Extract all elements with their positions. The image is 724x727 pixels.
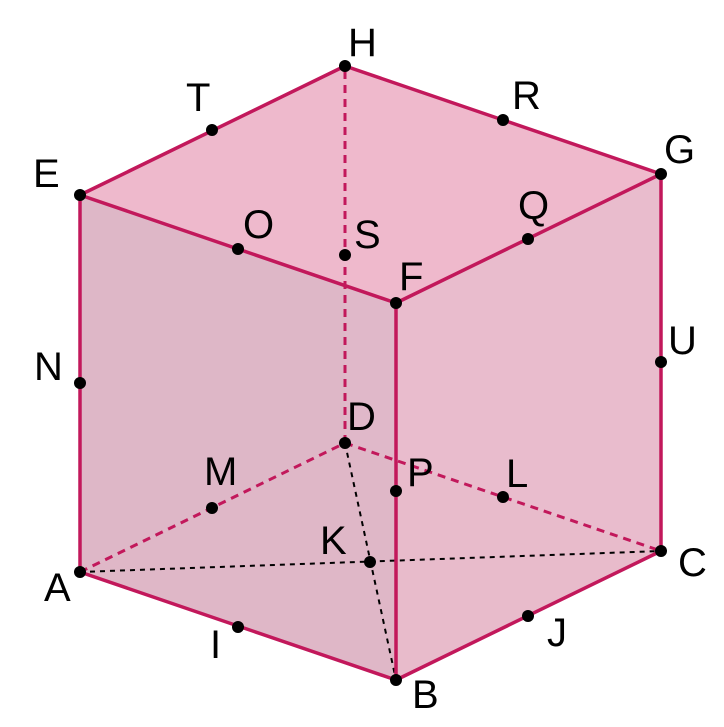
point-S (339, 249, 351, 261)
point-P (390, 485, 402, 497)
label-U: U (668, 319, 697, 363)
points (74, 60, 667, 686)
label-P: P (407, 451, 434, 495)
label-G: G (664, 128, 695, 172)
label-L: L (506, 452, 528, 496)
face-right (396, 174, 661, 680)
point-A (74, 566, 86, 578)
label-C: C (678, 541, 707, 585)
point-G (655, 168, 667, 180)
label-H: H (348, 21, 377, 65)
point-I (232, 621, 244, 633)
label-I: I (210, 623, 221, 667)
labels: A B C D E F G H I J K L M N O P Q R S T … (33, 21, 707, 717)
point-L (497, 491, 509, 503)
label-R: R (512, 74, 541, 118)
label-M: M (204, 450, 237, 494)
point-U (655, 356, 667, 368)
point-H (339, 60, 351, 72)
face-front-left (80, 195, 396, 680)
label-F: F (399, 255, 423, 299)
label-K: K (320, 519, 347, 563)
label-N: N (34, 345, 63, 389)
faces (80, 66, 661, 680)
label-T: T (186, 76, 210, 120)
label-E: E (33, 152, 60, 196)
point-M (206, 502, 218, 514)
label-B: B (412, 673, 439, 717)
label-J: J (547, 611, 567, 655)
label-O: O (243, 203, 274, 247)
point-C (655, 545, 667, 557)
point-F (390, 297, 402, 309)
point-O (232, 243, 244, 255)
point-J (522, 610, 534, 622)
label-S: S (354, 213, 381, 257)
point-Q (522, 233, 534, 245)
point-K (364, 556, 376, 568)
label-D: D (347, 395, 376, 439)
point-D (339, 437, 351, 449)
point-B (390, 674, 402, 686)
label-Q: Q (518, 184, 549, 228)
point-R (497, 114, 509, 126)
point-T (206, 124, 218, 136)
label-A: A (44, 566, 71, 610)
point-N (74, 377, 86, 389)
point-E (74, 189, 86, 201)
